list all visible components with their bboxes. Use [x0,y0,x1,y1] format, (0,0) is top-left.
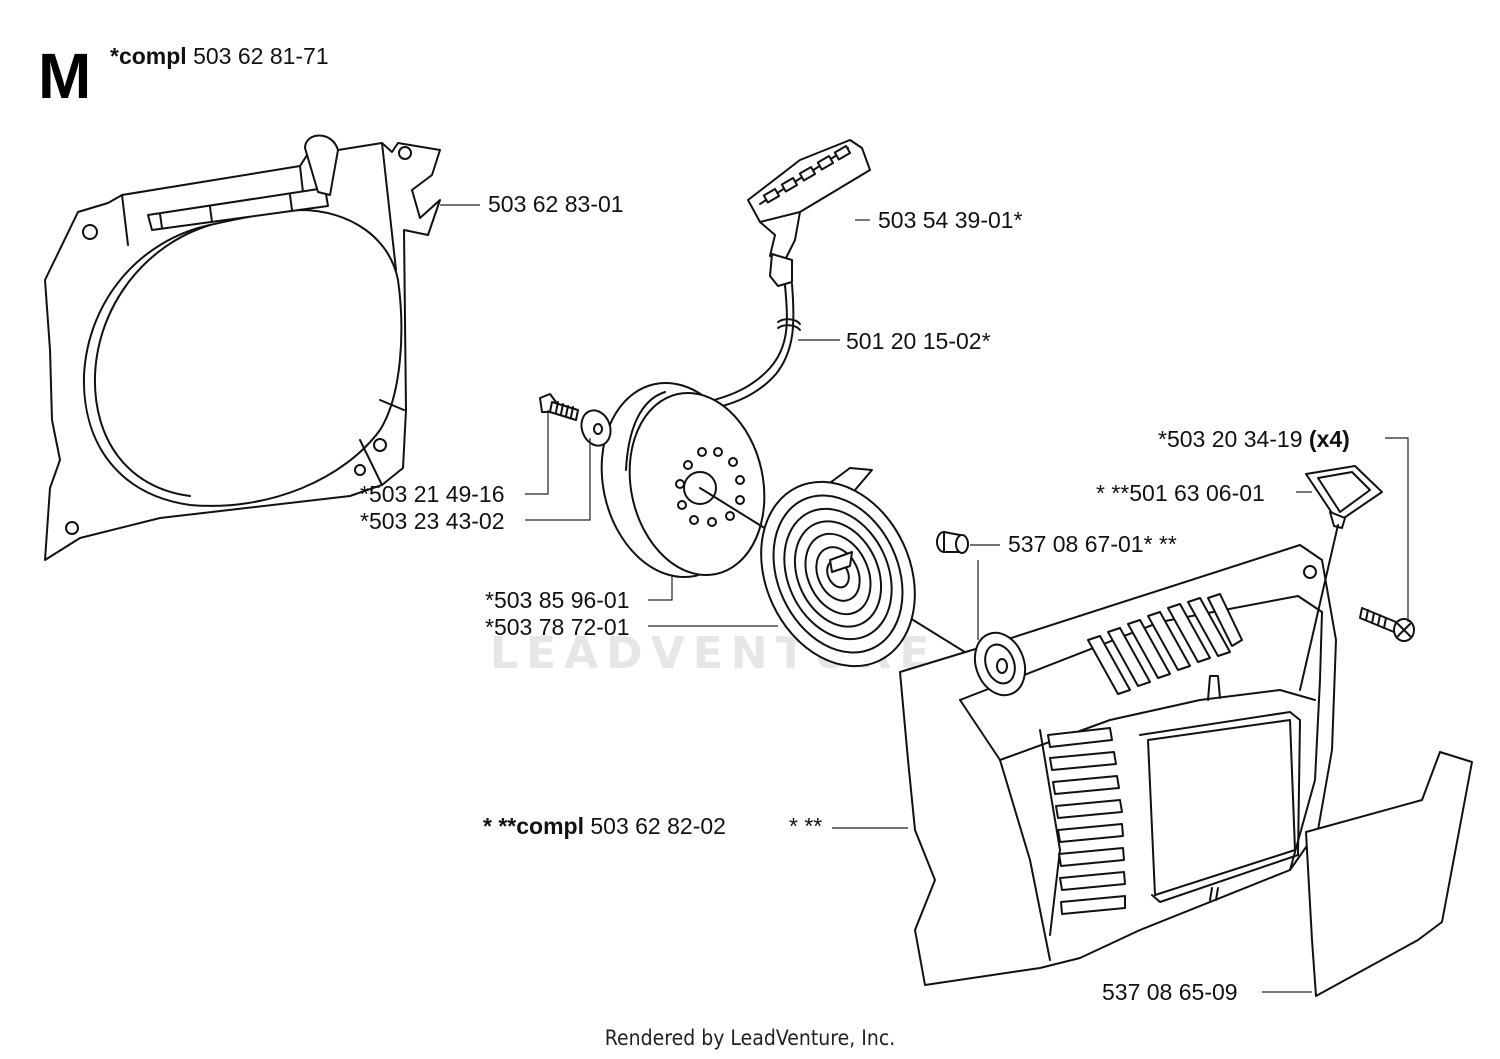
starter-handle-part[interactable] [748,140,870,286]
cover-number: 503 62 82-02 [590,813,726,839]
assembly-number[interactable]: 503 62 81-71 [193,43,329,69]
leader-lines [440,205,1408,992]
footer-credit: Rendered by LeadVenture, Inc. [604,1026,896,1050]
starter-rope-part[interactable] [700,284,800,410]
section-letter: M [38,40,92,112]
label-bushing[interactable]: 537 08 67-01* ** [1008,531,1177,557]
label-starter-rope[interactable]: 501 20 15-02* [846,328,991,354]
cover-hub-washer[interactable] [967,626,1034,703]
label-washer-small[interactable]: *503 23 43-02 [360,508,505,534]
damper-axis-line [1300,525,1338,690]
vibration-damper-part[interactable] [1306,466,1382,528]
label-vibration-damper[interactable]: * **501 63 06-01 [1096,480,1265,506]
recoil-spring-part[interactable] [732,457,944,692]
label-recoil-spring[interactable]: *503 78 72-01 [485,614,630,640]
assembly-label: *compl 503 62 81-71 [110,45,329,68]
label-screw-x4[interactable]: *503 20 34-19 (x4) [1158,428,1350,451]
rope-pulley-part[interactable] [584,369,780,591]
screw-x4-part[interactable] [1360,608,1414,641]
label-screw-small[interactable]: *503 21 49-16 [360,481,505,507]
label-starter-cover[interactable]: * **compl 503 62 82-02 [483,815,726,838]
screw-x4-number: *503 20 34-19 [1158,426,1303,452]
cover-prefix: * **compl [483,813,584,839]
screw-x4-qty: (x4) [1308,426,1350,452]
bushing-part[interactable] [937,532,968,553]
label-fan-housing[interactable]: 503 62 83-01 [488,191,624,217]
starter-cover-part[interactable] [900,545,1336,985]
fan-housing-part[interactable] [45,136,440,561]
label-decal[interactable]: 537 08 65-09 [1102,979,1238,1005]
screw-small-part[interactable] [540,394,578,420]
label-cover-suffix: * ** [789,813,823,839]
assembly-prefix: *compl [110,43,187,69]
label-starter-handle[interactable]: 503 54 39-01* [878,207,1023,233]
washer-small-part[interactable] [577,406,616,449]
cover-vent-slots-lower [1048,728,1125,914]
label-rope-pulley[interactable]: *503 85 96-01 [485,587,630,613]
cover-vent-slots-upper [1088,594,1242,694]
decal-part[interactable] [1306,752,1472,996]
